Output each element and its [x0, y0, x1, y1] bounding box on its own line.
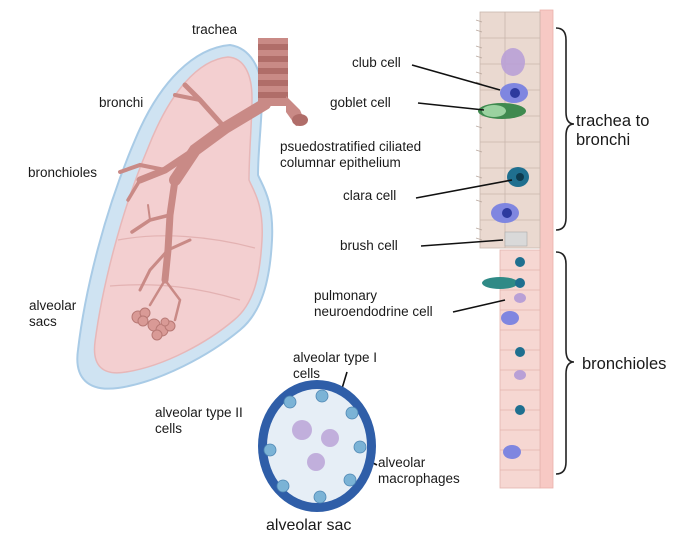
- bronchioles-label: bronchioles: [28, 165, 97, 181]
- brush-cell-label: brush cell: [340, 238, 398, 254]
- club-cell-label: club cell: [352, 55, 401, 71]
- psuedostratified-label: psuedostratified ciliated columnar epith…: [280, 139, 421, 171]
- brace-bronchioles: [556, 252, 574, 474]
- goblet-cell-shapes: [478, 103, 526, 119]
- clara-cell-shape: [507, 167, 529, 187]
- alveolar-type-ii-label: alveolar type II cells: [155, 405, 243, 437]
- epithelium-column: [476, 10, 553, 488]
- alveolar-sac-label: alveolar sac: [266, 516, 351, 535]
- alveolar-sacs-label: alveolar sacs: [29, 298, 76, 330]
- alveolar-sac-detail: [258, 380, 376, 512]
- alveolar-macrophages-label: alveolar macrophages: [378, 455, 460, 487]
- clara-cell-label: clara cell: [343, 188, 396, 204]
- bronchioles-region-label: bronchioles: [582, 355, 666, 374]
- pulmonary-neuroendodrine-label: pulmonary neuroendodrine cell: [314, 288, 433, 320]
- brace-trachea-to-bronchi: [556, 28, 574, 230]
- alveolar-type-i-label: alveolar type I cells: [293, 350, 377, 382]
- trachea-to-bronchi-label: trachea to bronchi: [576, 112, 649, 150]
- bronchi-label: bronchi: [99, 95, 143, 111]
- goblet-cell-label: goblet cell: [330, 95, 391, 111]
- trachea-label: trachea: [192, 22, 237, 38]
- brush-cell-shape: [505, 232, 527, 246]
- trachea-tube: [258, 38, 308, 126]
